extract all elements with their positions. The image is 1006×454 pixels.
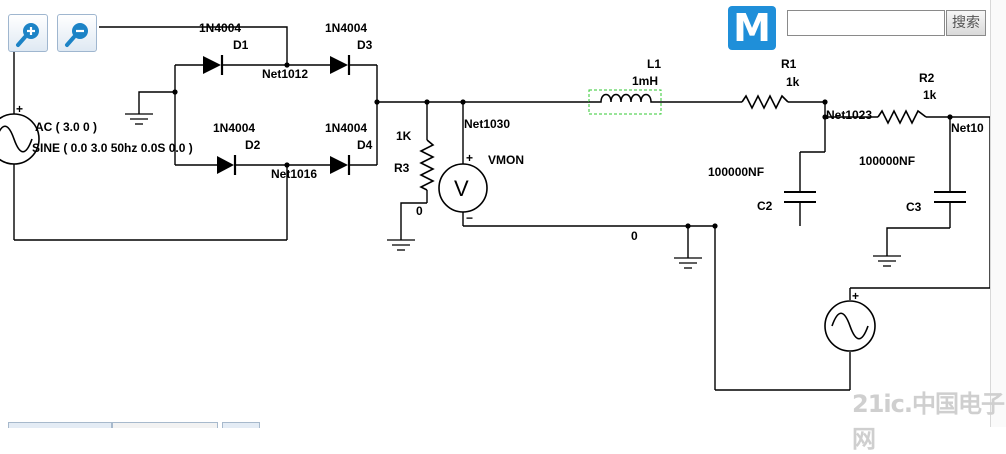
magnifier-minus-icon bbox=[65, 23, 88, 47]
diode-d4[interactable] bbox=[330, 155, 351, 175]
l1-ref-label: L1 bbox=[647, 57, 661, 71]
ground-symbol bbox=[386, 239, 416, 251]
d1-model-label: 1N4004 bbox=[199, 21, 241, 35]
bottom-tab[interactable] bbox=[8, 422, 112, 428]
resistor-r2[interactable] bbox=[877, 109, 927, 125]
site-logo[interactable]: M bbox=[728, 6, 776, 50]
c2-ref-label: C2 bbox=[757, 199, 773, 213]
voltmeter-symbol: V bbox=[454, 176, 469, 201]
d4-ref-label: D4 bbox=[357, 138, 373, 152]
vertical-scrollbar[interactable] bbox=[990, 0, 1006, 427]
ground-symbol bbox=[124, 113, 154, 125]
schematic-canvas: + AC ( 3.0 0 ) SINE ( 0.0 3.0 50hz 0.0S … bbox=[0, 21, 991, 391]
net-label-net1016: Net1016 bbox=[271, 167, 317, 181]
ac-source-symbol[interactable] bbox=[0, 113, 40, 165]
r2-ref-label: R2 bbox=[919, 71, 935, 85]
zoom-in-button[interactable] bbox=[8, 14, 48, 52]
source2-plus-sign: + bbox=[852, 289, 859, 303]
zoom-out-button[interactable] bbox=[57, 14, 97, 52]
bottom-tab[interactable] bbox=[222, 422, 260, 428]
r3-ref-label: R3 bbox=[394, 161, 410, 175]
c3-ref-label: C3 bbox=[906, 200, 922, 214]
d4-model-label: 1N4004 bbox=[325, 121, 367, 135]
l1-value-label: 1mH bbox=[632, 74, 658, 88]
vmon-minus-sign: − bbox=[466, 211, 473, 225]
capacitor-c2[interactable] bbox=[784, 191, 816, 203]
c2-value-label: 100000NF bbox=[708, 165, 764, 179]
d2-model-label: 1N4004 bbox=[213, 121, 255, 135]
d3-model-label: 1N4004 bbox=[325, 21, 367, 35]
bottom-tab[interactable] bbox=[112, 422, 218, 428]
r3-value-label: 1K bbox=[396, 129, 412, 143]
node-label-0-main: 0 bbox=[631, 229, 638, 243]
r1-ref-label: R1 bbox=[781, 57, 797, 71]
net-label-net10: Net10 bbox=[951, 121, 984, 135]
diode-d2[interactable] bbox=[217, 155, 237, 175]
capacitor-c3[interactable] bbox=[934, 191, 966, 203]
net-label-net1012: Net1012 bbox=[262, 67, 308, 81]
resistor-r3[interactable] bbox=[419, 139, 435, 191]
net-label-net1030: Net1030 bbox=[464, 117, 510, 131]
ac-plus-sign: + bbox=[16, 102, 23, 116]
junctions bbox=[172, 62, 953, 229]
vmon-plus-sign: + bbox=[466, 151, 473, 165]
site-watermark: 21ic.中国电子网 bbox=[852, 390, 1005, 453]
voltmeter-vmon[interactable] bbox=[438, 163, 488, 213]
ground-symbol bbox=[673, 257, 703, 269]
d2-ref-label: D2 bbox=[245, 138, 261, 152]
r2-value-label: 1k bbox=[923, 88, 937, 102]
resistor-r1[interactable] bbox=[741, 94, 789, 110]
d1-ref-label: D1 bbox=[233, 38, 249, 52]
search-input[interactable] bbox=[787, 10, 945, 36]
c3-value-label: 100000NF bbox=[859, 154, 915, 168]
second-ac-source-symbol[interactable] bbox=[824, 300, 876, 352]
search-button[interactable]: 搜索 bbox=[946, 10, 986, 36]
ground-symbol bbox=[872, 255, 902, 267]
vmon-label: VMON bbox=[488, 153, 524, 167]
magnifier-plus-icon bbox=[16, 23, 39, 47]
diode-d1[interactable] bbox=[203, 55, 224, 75]
diode-d3[interactable] bbox=[330, 55, 351, 75]
node-label-0-r3: 0 bbox=[416, 204, 423, 218]
d3-ref-label: D3 bbox=[357, 38, 373, 52]
r1-value-label: 1k bbox=[786, 75, 800, 89]
ac-source-sine-params: SINE ( 0.0 3.0 50hz 0.0S 0.0 ) bbox=[32, 141, 193, 155]
net-label-net1023: Net1023 bbox=[826, 108, 872, 122]
inductor-l1[interactable] bbox=[589, 93, 661, 103]
ac-source-label: AC ( 3.0 0 ) bbox=[35, 120, 97, 134]
